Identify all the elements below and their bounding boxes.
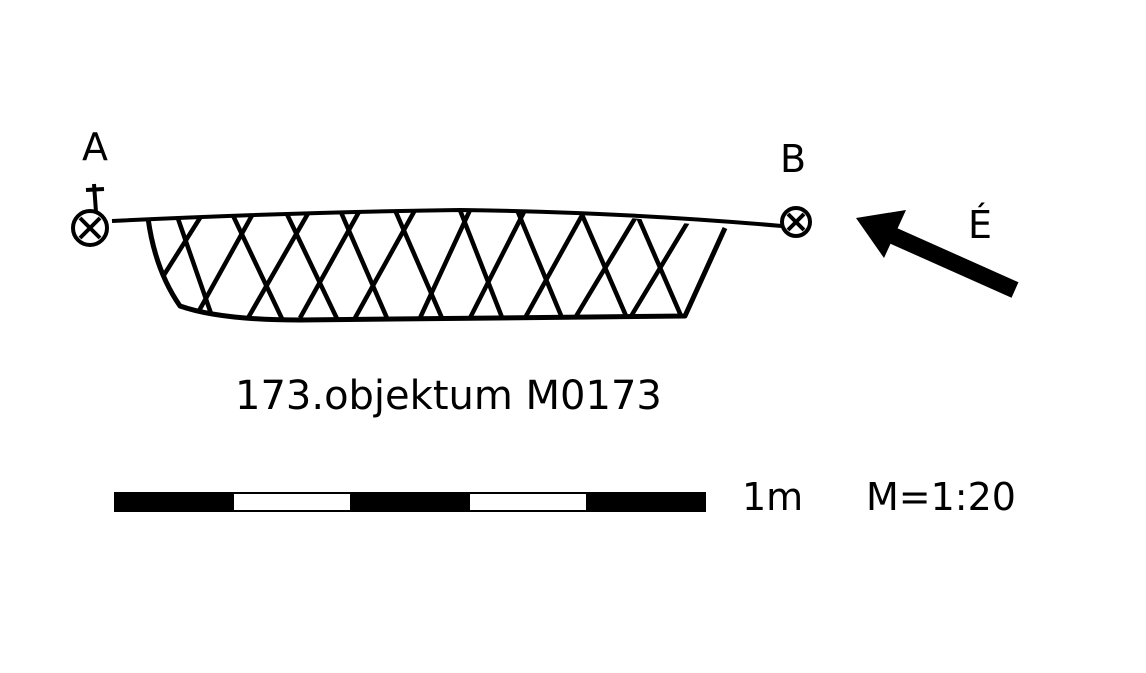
point-a-label: A (82, 125, 108, 169)
fill-hatching (148, 210, 697, 320)
scale-bar (114, 492, 706, 512)
point-b-label: B (780, 137, 807, 181)
north-label: É (968, 203, 993, 247)
scale-ratio-label: M=1:20 (866, 475, 1016, 519)
scale-length-label: 1m (742, 475, 804, 519)
point-b-marker-icon (780, 206, 812, 238)
north-arrow-icon (856, 210, 1019, 298)
section-baseline (111, 207, 783, 228)
point-a-marker-icon (71, 183, 109, 247)
feature-title: 173.objektum M0173 (235, 373, 662, 419)
pit-outline (145, 217, 728, 323)
